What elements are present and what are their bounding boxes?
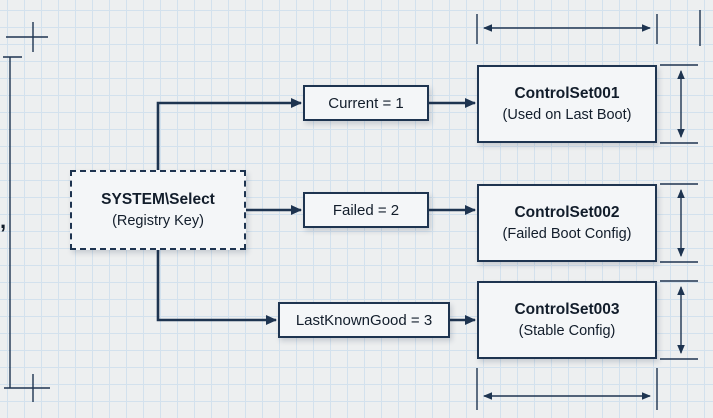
node-lastknowngood-value-label: LastKnownGood = 3	[295, 311, 433, 329]
node-controlset003-title: ControlSet003	[514, 301, 620, 319]
node-controlset001-title: ControlSet001	[514, 85, 620, 103]
node-system-select: SYSTEM\Select (Registry Key)	[70, 170, 246, 250]
node-current-value: Current = 1	[303, 85, 429, 121]
node-lastknowngood-value: LastKnownGood = 3	[278, 302, 450, 338]
node-controlset003-subtitle: (Stable Config)	[518, 322, 616, 339]
node-controlset001: ControlSet001 (Used on Last Boot)	[477, 65, 657, 143]
node-controlset002: ControlSet002 (Failed Boot Config)	[477, 184, 657, 262]
stray-comma-mark: ,	[0, 208, 7, 233]
arrow-select-to-lastknowngood	[156, 250, 277, 325]
node-system-select-title: SYSTEM\Select	[101, 191, 215, 209]
arrow-select-to-current	[156, 98, 302, 170]
node-current-value-label: Current = 1	[328, 94, 404, 112]
node-controlset003: ControlSet003 (Stable Config)	[477, 281, 657, 359]
node-failed-value-label: Failed = 2	[332, 201, 400, 219]
node-system-select-subtitle: (Registry Key)	[112, 212, 204, 229]
node-controlset002-subtitle: (Failed Boot Config)	[502, 225, 632, 242]
node-failed-value: Failed = 2	[303, 192, 429, 228]
node-controlset002-title: ControlSet002	[514, 204, 620, 222]
node-controlset001-subtitle: (Used on Last Boot)	[502, 106, 632, 123]
